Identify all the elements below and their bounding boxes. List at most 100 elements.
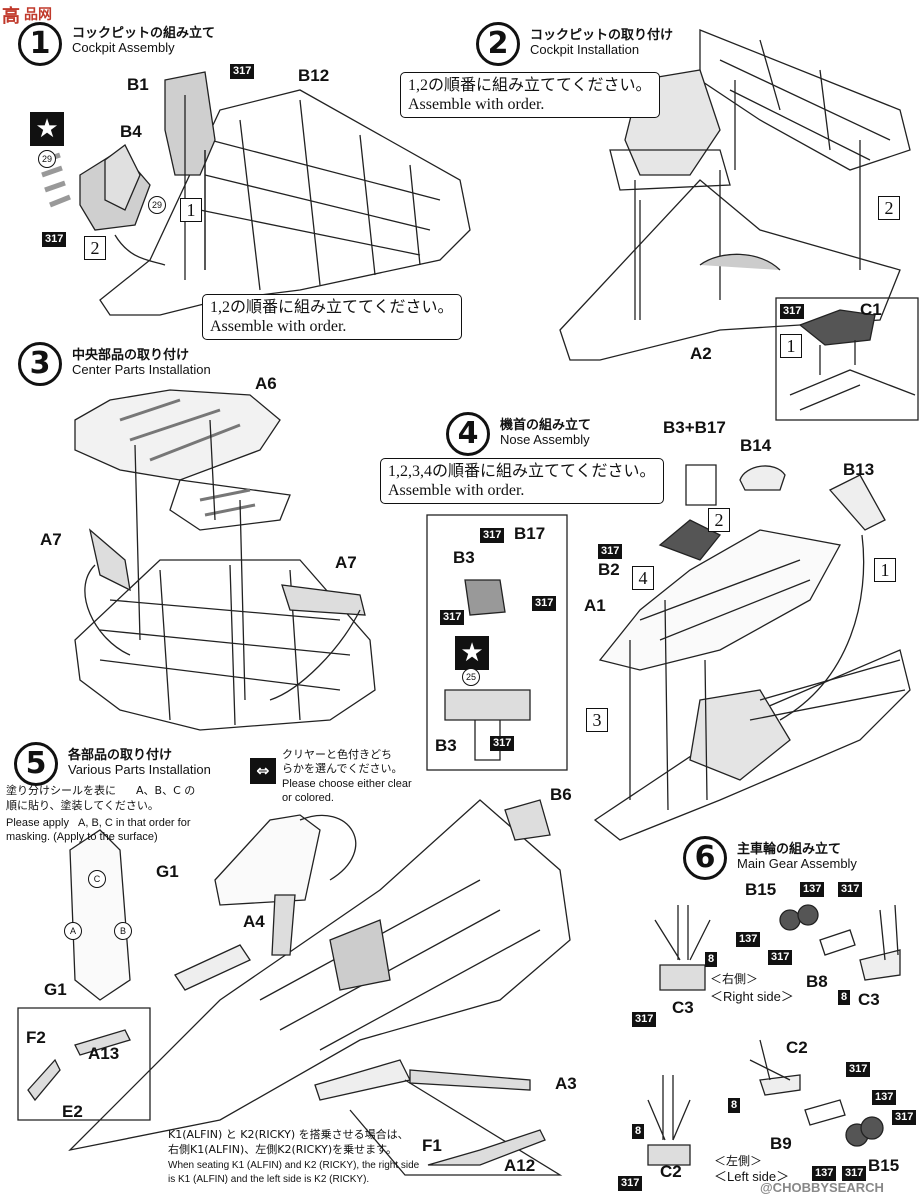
part-label-c2: C2	[786, 1038, 808, 1057]
step-2-title-en: Cockpit Installation	[530, 42, 640, 57]
assembly-order-note-step4: 1,2,3,4の順番に組み立ててください。 Assemble with orde…	[380, 458, 664, 504]
order-mark-2: 2	[84, 236, 106, 260]
watermark-footer: @CHOBBYSEARCH	[760, 1180, 884, 1195]
left-right-arrow-icon: ⇔	[250, 758, 276, 784]
paint-badge-8: 8	[705, 952, 718, 967]
star-decal-icon: ★	[30, 112, 64, 146]
order-mark-3: 3	[586, 708, 608, 732]
part-label-a12: A12	[504, 1156, 536, 1175]
part-label-f1: F1	[422, 1136, 442, 1155]
step-1-number: 1	[18, 22, 62, 66]
part-label-c3-right: C3	[672, 998, 694, 1017]
part-label-c1: C1	[860, 300, 882, 319]
step-1-title-en: Cockpit Assembly	[72, 40, 175, 55]
clear-or-colored-note-en-2: or colored.	[282, 792, 334, 804]
part-label-c3: C3	[858, 990, 880, 1009]
part-label-b8: B8	[806, 972, 828, 991]
part-label-b3-inset: B3	[435, 736, 457, 755]
part-label-a3: A3	[555, 1074, 577, 1093]
assembly-order-note-step1: 1,2の順番に組み立ててください。 Assemble with order.	[202, 294, 462, 340]
part-label-g1: G1	[44, 980, 67, 999]
part-label-b12: B12	[298, 66, 330, 85]
paint-badge-317: 317	[632, 1012, 657, 1027]
assembly-order-note-en: Assemble with order.	[408, 96, 545, 113]
step-4-title-jp: 機首の組み立て	[500, 418, 592, 433]
masking-note-en-2: masking. (Apply to the surface)	[6, 831, 158, 843]
paint-badge-137: 137	[812, 1166, 837, 1181]
order-mark-1: 1	[874, 558, 896, 582]
step-5-number: 5	[14, 742, 58, 786]
watermark-logo: 高 品网	[2, 2, 72, 28]
part-label-a1: A1	[584, 596, 606, 615]
masking-note-jp-1: 塗り分けシールを表に	[6, 784, 116, 797]
part-label-b3: B3	[453, 548, 475, 567]
part-label-b14: B14	[740, 436, 772, 455]
part-label-a13: A13	[88, 1044, 120, 1063]
part-label-b6: B6	[550, 785, 572, 804]
paint-badge-317: 317	[842, 1166, 867, 1181]
pilot-note-jp-1: K1(ALFIN) と K2(RICKY) を搭乗させる場合は、	[168, 1128, 409, 1141]
watermark-brand: 品网	[24, 7, 52, 23]
part-label-b3-b17: B3+B17	[663, 418, 726, 437]
paint-badge-137: 137	[736, 932, 761, 947]
part-label-a6: A6	[255, 374, 277, 393]
step-4-number: 4	[446, 412, 490, 456]
part-label-g1-canopy: G1	[156, 862, 179, 881]
part-label-e2: E2	[62, 1102, 83, 1121]
paint-badge-317: 317	[780, 304, 805, 319]
step-2-number: 2	[476, 22, 520, 66]
assembly-order-note-step2: 1,2の順番に組み立ててください。 Assemble with order.	[400, 72, 660, 118]
watermark-logo-mark: 高	[2, 6, 20, 27]
step-6-title-en: Main Gear Assembly	[737, 856, 857, 871]
pilot-note-jp-2: 右側K1(ALFIN)、左側K2(RICKY)を乗せます。	[168, 1143, 398, 1156]
mask-letter-a: A	[64, 922, 82, 940]
masking-note-abc: A、B、C の	[136, 784, 196, 797]
paint-badge-8: 8	[838, 990, 851, 1005]
paint-badge-317: 317	[440, 610, 465, 625]
order-mark-1: 1	[180, 198, 202, 222]
step-3-title-en: Center Parts Installation	[72, 362, 211, 377]
paint-badge-8: 8	[632, 1124, 645, 1139]
order-mark-4: 4	[632, 566, 654, 590]
left-side-label-en: ＜Left side＞	[714, 1169, 790, 1184]
order-mark-2: 2	[708, 508, 730, 532]
paint-badge-317: 317	[230, 64, 255, 79]
paint-badge-317: 317	[480, 528, 505, 543]
assembly-order-note-jp: 1,2,3,4の順番に組み立ててください。	[388, 463, 656, 480]
left-side-label-jp: ＜左側＞	[714, 1154, 763, 1168]
assembly-order-note-jp: 1,2の順番に組み立ててください。	[210, 299, 454, 316]
paint-badge-317: 317	[598, 544, 623, 559]
pilot-note-en-2: is K1 (ALFIN) and the left side is K2 (R…	[168, 1174, 370, 1185]
decal-number-29-seat: 29	[148, 196, 166, 214]
paint-badge-317: 317	[838, 882, 863, 897]
paint-badge-317-seat: 317	[42, 232, 67, 247]
step-5-title-en: Various Parts Installation	[68, 762, 211, 777]
right-side-label-en: ＜Right side＞	[710, 989, 794, 1004]
part-label-b1: B1	[127, 75, 149, 94]
decal-number-29: 29	[38, 150, 56, 168]
part-label-a2: A2	[690, 344, 712, 363]
step-2-title-jp: コックピットの取り付け	[530, 28, 674, 43]
step-5-title-jp: 各部品の取り付け	[68, 748, 173, 763]
part-label-b4: B4	[120, 122, 142, 141]
assembly-order-note-en: Assemble with order.	[210, 318, 347, 335]
mask-letter-c: C	[88, 870, 106, 888]
clear-or-colored-note-jp-2: らかを選んでください。	[282, 762, 403, 775]
decal-number-25: 25	[462, 668, 480, 686]
paint-badge-317: 317	[892, 1110, 917, 1125]
step-3-title-jp: 中央部品の取り付け	[72, 348, 190, 363]
paint-badge-317: 317	[768, 950, 793, 965]
part-label-b9: B9	[770, 1134, 792, 1153]
step-1-title-jp: コックピットの組み立て	[72, 26, 216, 41]
part-label-a7-right: A7	[335, 553, 357, 572]
part-label-a7-left: A7	[40, 530, 62, 549]
part-label-f2: F2	[26, 1028, 46, 1047]
part-label-b2: B2	[598, 560, 620, 579]
paint-badge-317: 317	[846, 1062, 871, 1077]
paint-badge-137: 137	[800, 882, 825, 897]
step-3-number: 3	[18, 342, 62, 386]
order-mark-2: 2	[878, 196, 900, 220]
clear-or-colored-note-jp-1: クリヤーと色付きどち	[282, 748, 392, 761]
star-decal-icon: ★	[455, 636, 489, 670]
